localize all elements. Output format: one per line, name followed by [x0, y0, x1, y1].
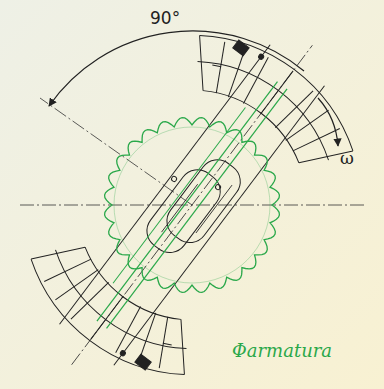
angular-velocity-label: ω	[340, 150, 354, 167]
flux-label: Φarmatura	[232, 342, 332, 360]
angle-label: 90°	[150, 10, 180, 27]
